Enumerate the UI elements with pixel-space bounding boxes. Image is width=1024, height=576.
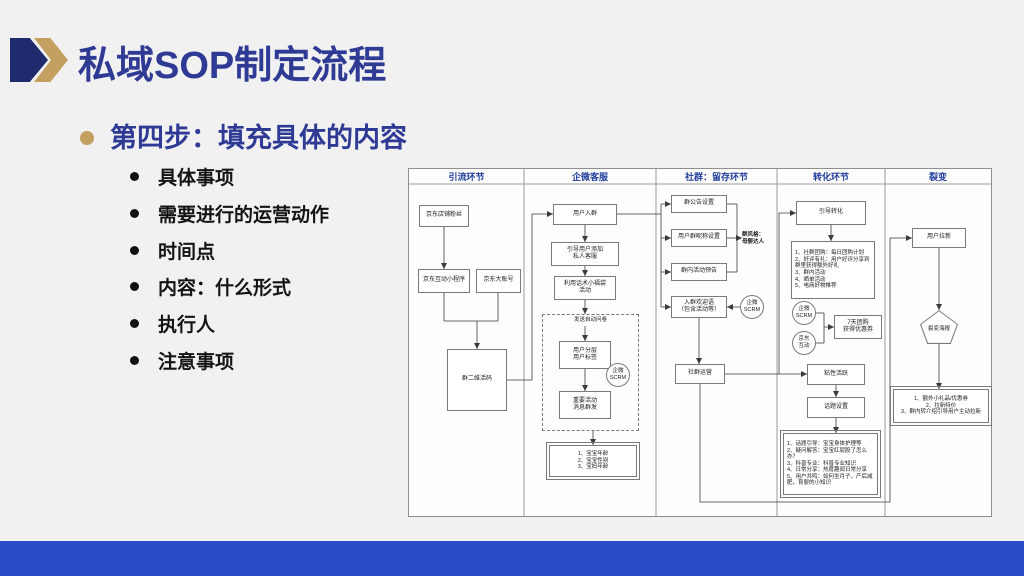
flow-node-group-nickname-setting: 用户群昵称设置: [671, 229, 727, 247]
subtitle-bullet-icon: [80, 131, 94, 145]
flow-node-group-qr-code: 群二维活码: [447, 349, 507, 411]
flow-node-seven-day-coupon: 7天团购获得优惠券: [834, 315, 882, 339]
bullet-dot-icon: [130, 208, 139, 218]
bullet-text: 执行人: [158, 315, 216, 337]
bullet-text: 具体事项: [158, 168, 235, 189]
flow-node-user-acquisition: 用户拉新: [912, 228, 966, 248]
flow-node-guide-add-private-cs: 引导用户添加私人客服: [551, 242, 619, 266]
flowchart-edges-layer: [409, 169, 991, 516]
flow-node-stickiness-activity: 粘性活跃: [807, 364, 865, 385]
flow-node-welcome-message: 入群欢迎语（包含活动等）: [671, 296, 727, 318]
bullet-dot-icon: [130, 356, 139, 365]
flow-node-group-activity-preview: 群内活动预告: [671, 263, 727, 281]
flow-node-guide-conversion: 引导转化: [796, 201, 866, 225]
flow-column-header: 转化环节: [812, 172, 849, 182]
flow-node-important-broadcast: 重要活动消息群发: [559, 391, 611, 419]
bullet-dot-icon: [130, 172, 139, 181]
flow-node-jd-store-fans: 京东店铺粉丝: [419, 205, 469, 227]
bullet-dot-icon: [130, 245, 139, 255]
flow-node-jd-interaction: 京东互动: [792, 331, 816, 355]
bullet-item: 执行人: [130, 310, 215, 337]
slide-subtitle: 第四步：填充具体的内容: [110, 123, 407, 153]
flowchart-node-layer: 京东店铺粉丝京东互动小程序京东大账号群二维活码 用户入群引导用户添加私人客服利用话…: [409, 169, 992, 516]
bullet-item: 时间点: [130, 237, 215, 264]
flow-node-jd-main-account: 京东大账号: [476, 269, 521, 293]
bullet-text: 内容：什么形式: [158, 278, 292, 300]
flow-column-header: 社群：留存环节: [684, 172, 748, 182]
bullet-text: 注意事项: [158, 352, 235, 373]
bullet-text: 时间点: [158, 241, 216, 263]
flow-column-header: 引流环节: [448, 172, 485, 182]
flow-column-header: 裂变: [928, 172, 947, 182]
flowchart-panel: 引流环节 企微客服 社群：留存环节 转化环节 裂变 京东店铺粉丝京东互动小程序京东大账号…: [408, 168, 992, 517]
bullet-item: 具体事项: [130, 163, 234, 190]
flow-node-fission-poster: 裂变海报: [920, 310, 958, 344]
bullet-item: 注意事项: [130, 347, 234, 374]
flow-node-user-segmentation: 用户分层用户标签: [559, 341, 611, 369]
flow-node-jd-interactive-miniprogram: 京东互动小程序: [418, 269, 470, 293]
flow-column-header: 企微客服: [571, 172, 608, 182]
bullet-text: 需要进行的运营动作: [158, 204, 330, 226]
flowchart-grid: [409, 169, 991, 516]
flow-node-user-join-group: 用户入群: [553, 204, 617, 225]
bullet-item: 内容：什么形式: [130, 273, 291, 300]
flow-node-script-lucky-bag-activity: 利用话术小福袋活动: [554, 276, 616, 300]
bullet-dot-icon: [130, 319, 139, 329]
flow-node-community-operation: 社群运营: [675, 364, 725, 384]
footer-bar: [0, 541, 1024, 576]
bullet-dot-icon: [130, 282, 139, 292]
flow-node-group-style-note: 群风格：母婴达人: [742, 231, 765, 245]
bullet-item: 需要进行的运营动作: [130, 200, 329, 227]
slide-title: 私域SOP制定流程: [78, 45, 387, 87]
flow-node-group-announcement: 群公告设置: [671, 195, 727, 213]
flow-node-auto-questionnaire-frame: 发送自动问卷: [542, 314, 639, 431]
flow-node-topic-setting: 话题设置: [807, 397, 865, 418]
